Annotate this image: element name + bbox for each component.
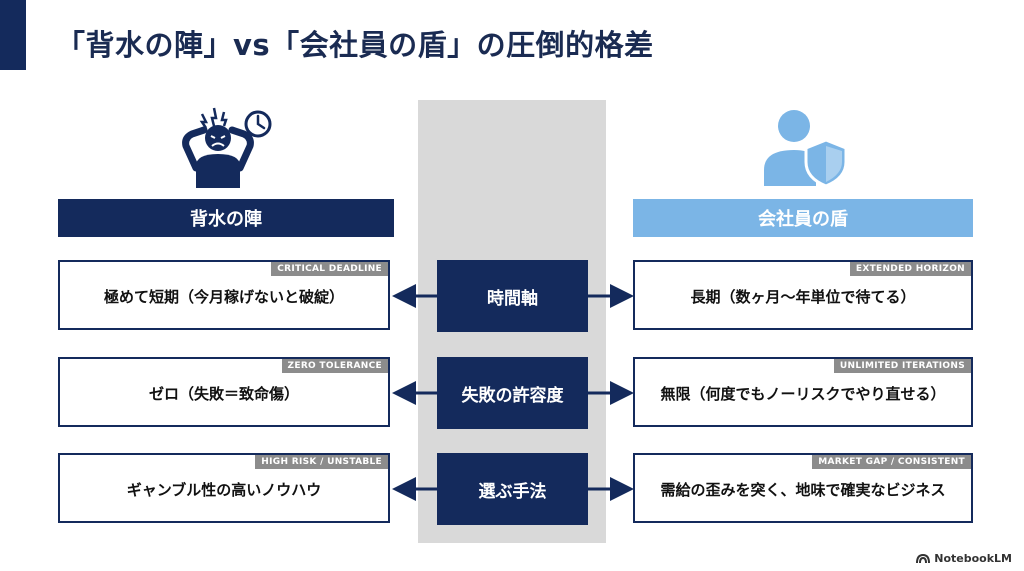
right-row-3-text: 需給の歪みを突く、地味で確実なビジネス — [660, 481, 946, 499]
right-row-2: UNLIMITED ITERATIONS 無限（何度でもノーリスクでやり直せる） — [633, 357, 973, 427]
arrows-layer — [392, 284, 634, 501]
left-row-1: CRITICAL DEADLINE 極めて短期（今月稼げないと破綻） — [58, 260, 390, 330]
person-shield-icon — [764, 110, 848, 188]
left-row-2: ZERO TOLERANCE ゼロ（失敗＝致命傷） — [58, 357, 390, 427]
left-column-header: 背水の陣 — [58, 199, 394, 237]
right-row-1: EXTENDED HORIZON 長期（数ヶ月〜年単位で待てる） — [633, 260, 973, 330]
left-row-1-tag: CRITICAL DEADLINE — [271, 262, 388, 276]
left-row-2-text: ゼロ（失敗＝致命傷） — [148, 385, 299, 403]
right-row-2-tag: UNLIMITED ITERATIONS — [833, 359, 971, 373]
notebooklm-logo-icon — [916, 553, 931, 563]
brand-name: NotebookLM — [934, 552, 1012, 565]
right-row-3: MARKET GAP / CONSISTENT 需給の歪みを突く、地味で確実なビ… — [633, 453, 973, 523]
center-label-3: 選ぶ手法 — [437, 453, 588, 525]
left-row-3-text: ギャンブル性の高いノウハウ — [126, 481, 322, 499]
brand-watermark: NotebookLM — [916, 552, 1012, 565]
right-row-2-text: 無限（何度でもノーリスクでやり直せる） — [660, 385, 946, 403]
page-title: 「背水の陣」vs「会社員の盾」の圧倒的格差 — [56, 28, 654, 62]
stressed-person-clock-icon — [182, 107, 272, 188]
right-row-3-tag: MARKET GAP / CONSISTENT — [812, 455, 971, 469]
left-row-3-tag: HIGH RISK / UNSTABLE — [255, 455, 388, 469]
right-row-1-tag: EXTENDED HORIZON — [849, 262, 971, 276]
right-row-1-text: 長期（数ヶ月〜年単位で待てる） — [690, 288, 916, 306]
left-row-3: HIGH RISK / UNSTABLE ギャンブル性の高いノウハウ — [58, 453, 390, 523]
center-label-2: 失敗の許容度 — [437, 357, 588, 429]
title-accent-bar — [0, 0, 26, 70]
left-row-2-tag: ZERO TOLERANCE — [281, 359, 388, 373]
right-column-header: 会社員の盾 — [633, 199, 973, 237]
center-label-1: 時間軸 — [437, 260, 588, 332]
left-row-1-text: 極めて短期（今月稼げないと破綻） — [103, 288, 344, 306]
